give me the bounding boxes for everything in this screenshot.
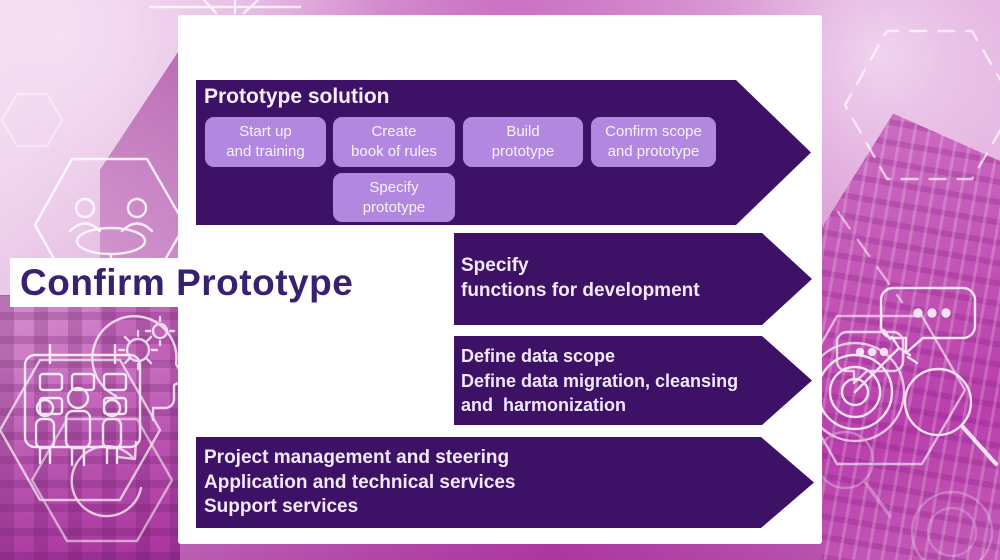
step-box-build-prototype: Build prototype	[463, 117, 583, 167]
page-title: Confirm Prototype	[20, 261, 354, 303]
head-gears-icon	[91, 315, 187, 422]
arrow-services: Project management and steering Applicat…	[196, 437, 814, 528]
step-box-start-up: Start up and training	[205, 117, 326, 167]
arrow-specify-functions: Specify functions for development	[454, 233, 812, 325]
refresh-arrows-icon	[30, 417, 174, 543]
arrow-text-line: and harmonization	[461, 395, 627, 415]
process-banner-arrow: Prototype solution Start up and training…	[196, 80, 811, 225]
target-dart-icon	[804, 328, 919, 443]
arrow-text-line: Support services	[204, 496, 359, 518]
hexagon-icon	[0, 92, 64, 148]
title-band: Confirm Prototype	[10, 258, 430, 307]
banner-heading: Prototype solution	[204, 85, 390, 108]
step-box-create-rules: Create book of rules	[333, 117, 455, 167]
arrow-text-line: functions for development	[461, 279, 700, 301]
step-box-specify-prototype: Specify prototype	[333, 173, 455, 222]
arrow-define-data: Define data scope Define data migration,…	[454, 336, 812, 425]
arrow-text-line: Application and technical services	[204, 471, 516, 493]
arrow-text-line: Project management and steering	[204, 447, 510, 468]
arrow-text-line: Specify	[461, 255, 529, 276]
speech-bubbles-icon	[835, 286, 977, 385]
people-group-icon	[34, 386, 123, 467]
calendar-people-icon	[0, 343, 162, 502]
arrow-text-line: Define data scope	[461, 346, 616, 366]
crane-icon	[148, 0, 302, 15]
step-box-confirm-scope: Confirm scope and prototype	[591, 117, 716, 167]
magnifier-icon	[815, 430, 892, 518]
hexagon-dashed-icon	[843, 29, 1000, 181]
arrow-text-line: Define data migration, cleansing	[461, 370, 739, 391]
magnifier-icon	[903, 367, 998, 466]
